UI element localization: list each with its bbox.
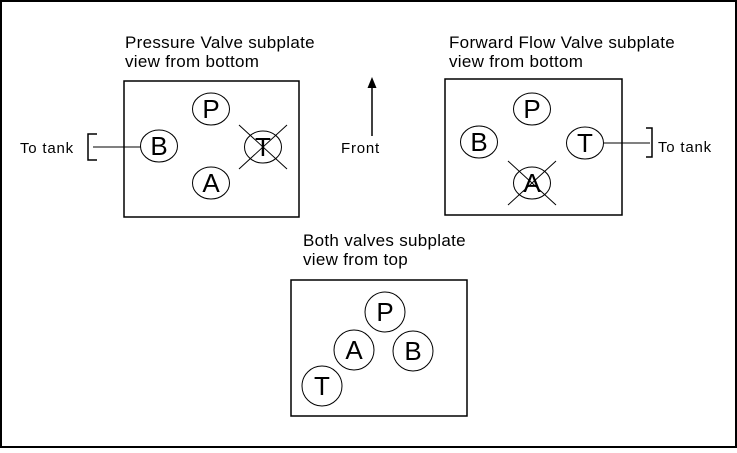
pressure-port-b-label: B (150, 131, 167, 161)
pressure-port-a-label: A (202, 168, 220, 198)
pressure-subplate-outline (123, 80, 300, 218)
pressure-port-p-label: P (202, 94, 219, 124)
pressure-subplate-title-line2: view from bottom (125, 52, 259, 71)
both-valves-subplate-title-line1: Both valves subplate (303, 231, 466, 250)
pressure-to-tank-label: To tank (20, 140, 74, 157)
both-valves-port-b-label: B (404, 336, 421, 366)
both-valves-subplate-outline (290, 279, 468, 417)
forward-flow-port-b-circle (460, 125, 498, 159)
both-valves-subplate-title-line2: view from top (303, 250, 408, 269)
forward-flow-port-b-label: B (470, 127, 487, 157)
both-valves-port-t-label: T (314, 371, 330, 401)
pressure-port-b-circle (140, 129, 178, 163)
both-valves-port-a-circle (333, 329, 375, 371)
both-valves-port-a-label: A (345, 335, 363, 365)
forward-flow-subplate-title-line2: view from bottom (449, 52, 583, 71)
pressure-port-t-cross-mark-icon (238, 124, 288, 170)
forward-flow-subplate-title-line1: Forward Flow Valve subplate (449, 33, 675, 52)
front-label: Front (341, 140, 380, 157)
forward-flow-to-tank-bracket (646, 127, 653, 158)
forward-flow-port-a-cross-mark-icon (507, 160, 557, 206)
pressure-port-p-circle (192, 92, 230, 126)
both-valves-port-b-circle (392, 330, 434, 372)
forward-flow-to-tank-label: To tank (658, 139, 712, 156)
both-valves-port-p-label: P (376, 297, 393, 327)
front-arrow-head-icon (367, 77, 377, 88)
forward-flow-port-p-circle (513, 92, 551, 126)
forward-flow-port-t-label: T (577, 128, 593, 158)
pressure-subplate-title-line1: Pressure Valve subplate (125, 33, 315, 52)
pressure-to-tank-bracket (87, 133, 97, 161)
both-valves-port-p-circle (364, 291, 406, 333)
forward-flow-subplate-outline (444, 78, 623, 216)
pressure-port-a-circle (192, 166, 230, 200)
pressure-port-t-circle (244, 130, 282, 164)
both-valves-port-t-circle (301, 365, 343, 407)
forward-flow-port-p-label: P (523, 94, 540, 124)
forward-flow-port-a-circle (513, 166, 551, 200)
forward-flow-port-t-circle (566, 126, 604, 160)
